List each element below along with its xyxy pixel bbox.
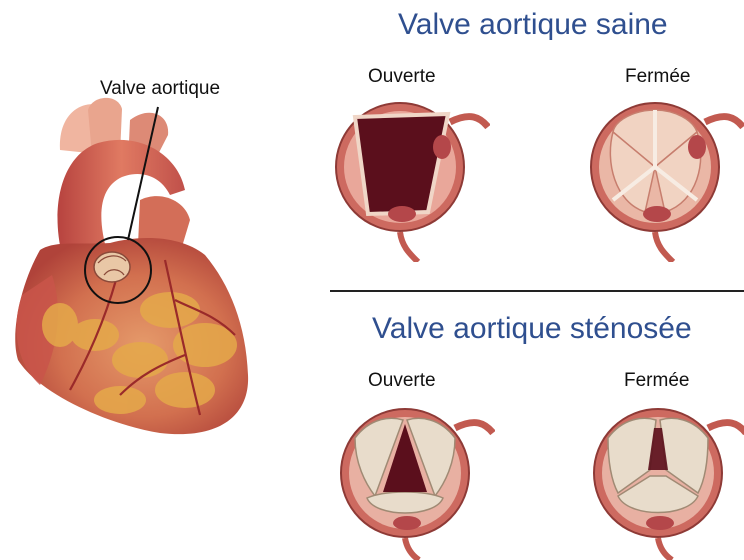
healthy-open-valve [330, 92, 490, 262]
healthy-valve-title: Valve aortique saine [398, 8, 668, 42]
healthy-closed-valve [585, 92, 744, 262]
stenosed-open-valve [335, 398, 495, 560]
section-divider [330, 290, 744, 292]
valve-callout-label: Valve aortique [100, 78, 220, 100]
stenosed-open-label: Ouverte [368, 370, 436, 392]
stenosed-closed-label: Fermée [624, 370, 689, 392]
stenosed-closed-valve [588, 398, 744, 560]
stenosed-valve-title: Valve aortique sténosée [372, 312, 692, 346]
healthy-closed-label: Fermée [625, 66, 690, 88]
healthy-open-label: Ouverte [368, 66, 436, 88]
heart-illustration [0, 95, 300, 445]
